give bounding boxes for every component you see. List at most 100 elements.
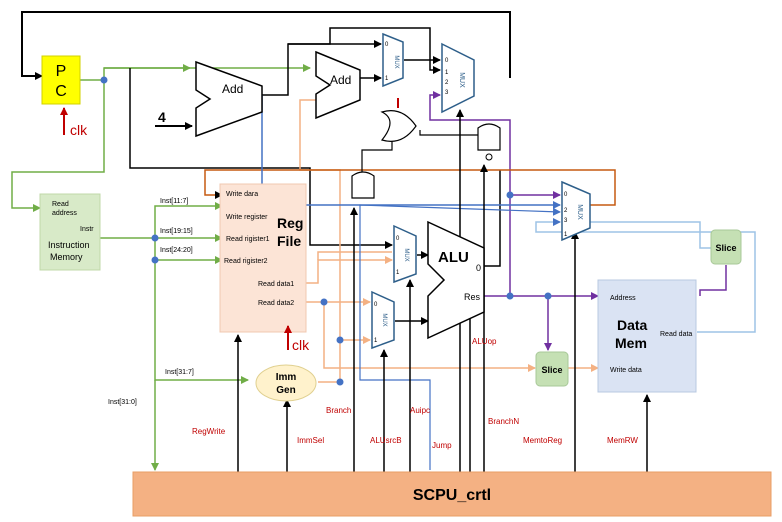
mux-alu-b: MUX 0 1 <box>371 290 395 350</box>
controller-label: SCPU_crtl <box>413 487 491 504</box>
ctrl-memtoreg: MemtoReg <box>523 436 562 445</box>
regfile-write-data: Write dara <box>226 191 258 198</box>
regfile-read-register2: Read rigister2 <box>224 258 268 265</box>
wire-pc-to-add1 <box>80 64 191 81</box>
junction <box>336 336 344 344</box>
ctrl-auipc: Auipc <box>410 406 430 415</box>
control-signal-labels: RegWrite ImmSel Branch ALUsrcB Auipc Jum… <box>192 337 638 450</box>
slice-bottom: Slice <box>535 351 569 387</box>
pc-label-p: P <box>56 63 67 80</box>
ctrl-immsel: ImmSel <box>297 436 324 445</box>
slice-bottom-label: Slice <box>541 365 562 375</box>
wire-pc4-to-wbmux <box>261 95 561 209</box>
mux-in3: 3 <box>445 90 449 96</box>
wire-writeback <box>204 169 616 206</box>
imem-name-1: Instruction <box>48 240 90 250</box>
mux-in3: 3 <box>564 218 568 224</box>
mux-in0: 0 <box>385 42 389 48</box>
mux-in2: 2 <box>445 80 449 86</box>
dmem-name-2: Mem <box>615 335 647 351</box>
regfile-read-data2: Read data2 <box>258 300 294 307</box>
inst-19-15-label: Inst[19:15] <box>160 228 193 235</box>
mux-in0: 0 <box>564 192 568 198</box>
wire-inst-11-7 <box>154 202 223 238</box>
regfile-name-1: Reg <box>277 215 303 231</box>
add2-label: Add <box>330 73 351 87</box>
slice-top: Slice <box>710 229 742 265</box>
pc-block: P C clk <box>41 55 88 138</box>
junctions <box>100 76 552 386</box>
inst-24-20-label: Inst[24:20] <box>160 247 193 254</box>
alu-zero: 0 <box>476 263 481 273</box>
wire-read-data2-mem <box>323 302 536 372</box>
ctrl-jump: Jump <box>432 441 452 450</box>
wire-add1-to-mux4 <box>288 27 441 74</box>
immgen-line2: Gen <box>276 385 295 396</box>
junction <box>506 292 514 300</box>
alu-res: Res <box>464 292 481 302</box>
and-gate-branchn <box>477 123 501 161</box>
inst-31-0-label: Inst[31:0] <box>108 399 137 406</box>
mux-in0: 0 <box>396 236 400 242</box>
junction <box>151 234 159 242</box>
wire-pc-to-imem <box>11 80 105 212</box>
wires <box>11 11 756 471</box>
alu: ALU 0 Res <box>427 220 485 340</box>
dmem-read-data: Read data <box>660 331 692 338</box>
junction <box>151 256 159 264</box>
wire-slice-top-out <box>590 221 711 249</box>
dmem-address: Address <box>610 295 636 302</box>
mux-label: MUX <box>576 204 583 220</box>
mux-in1: 1 <box>396 270 400 276</box>
adder-1: Add <box>195 60 263 138</box>
dmem-write-data: Write data <box>610 367 642 374</box>
wire-jump-ctrl <box>359 204 561 470</box>
instruction-memory: Read address Instr Instruction Memory <box>39 193 101 271</box>
and-gate-branch <box>351 171 375 199</box>
mux-in2: 2 <box>564 208 568 214</box>
wire-pc-to-alumux <box>129 68 393 249</box>
mux-alu-a: MUX 0 1 <box>393 224 417 284</box>
junction <box>320 298 328 306</box>
inst-11-7-label: Inst[11:7] <box>160 198 188 205</box>
or-gate <box>380 110 417 142</box>
pc-clk-label: clk <box>70 122 88 138</box>
mux-in1: 1 <box>564 232 568 238</box>
inst-31-7-label: Inst[31:7] <box>165 369 194 376</box>
mux-in0: 0 <box>374 302 378 308</box>
adder-2: Add <box>315 50 361 120</box>
wire-add1-out <box>262 40 382 96</box>
imem-read-label: Read <box>52 201 69 208</box>
regfile-read-register1: Read rigister1 <box>226 236 270 243</box>
mux-label: MUX <box>458 72 465 88</box>
slice-top-label: Slice <box>715 243 736 253</box>
imem-instr-label: Instr <box>80 226 94 233</box>
mux-label: MUX <box>381 313 387 326</box>
ctrl-memrw: MemRW <box>607 436 638 445</box>
regfile-clk-label: clk <box>292 337 310 353</box>
regfile-write-register: Write register <box>226 214 268 221</box>
ctrl-aluop: ALUop <box>472 337 497 346</box>
imem-name-2: Memory <box>50 252 83 262</box>
mux-pc-select: MUX 0 1 <box>382 32 404 88</box>
immgen-line1: Imm <box>276 372 297 383</box>
mux-label: MUX <box>393 55 399 68</box>
pc-label-c: C <box>55 83 67 100</box>
mux-in1: 1 <box>385 76 389 82</box>
wire-slice-top-feed <box>699 265 727 296</box>
wire-alu-res-to-pcmux <box>429 91 511 195</box>
mux-pc-next: MUX 0 1 2 3 <box>441 42 475 114</box>
mux-in0: 0 <box>445 58 449 64</box>
mux-writeback: MUX 0 1 2 3 <box>561 180 591 242</box>
mux-in1: 1 <box>445 70 449 76</box>
regfile-name-2: File <box>277 233 301 249</box>
dmem-name-1: Data <box>617 317 648 333</box>
ctrl-alusrcb: ALUsrcB <box>370 436 402 445</box>
wire-imm-to-mux <box>318 336 371 383</box>
regfile-read-data1: Read data1 <box>258 281 294 288</box>
junction <box>336 378 344 386</box>
add1-label: Add <box>222 82 243 96</box>
controller-block: SCPU_crtl <box>132 471 772 517</box>
